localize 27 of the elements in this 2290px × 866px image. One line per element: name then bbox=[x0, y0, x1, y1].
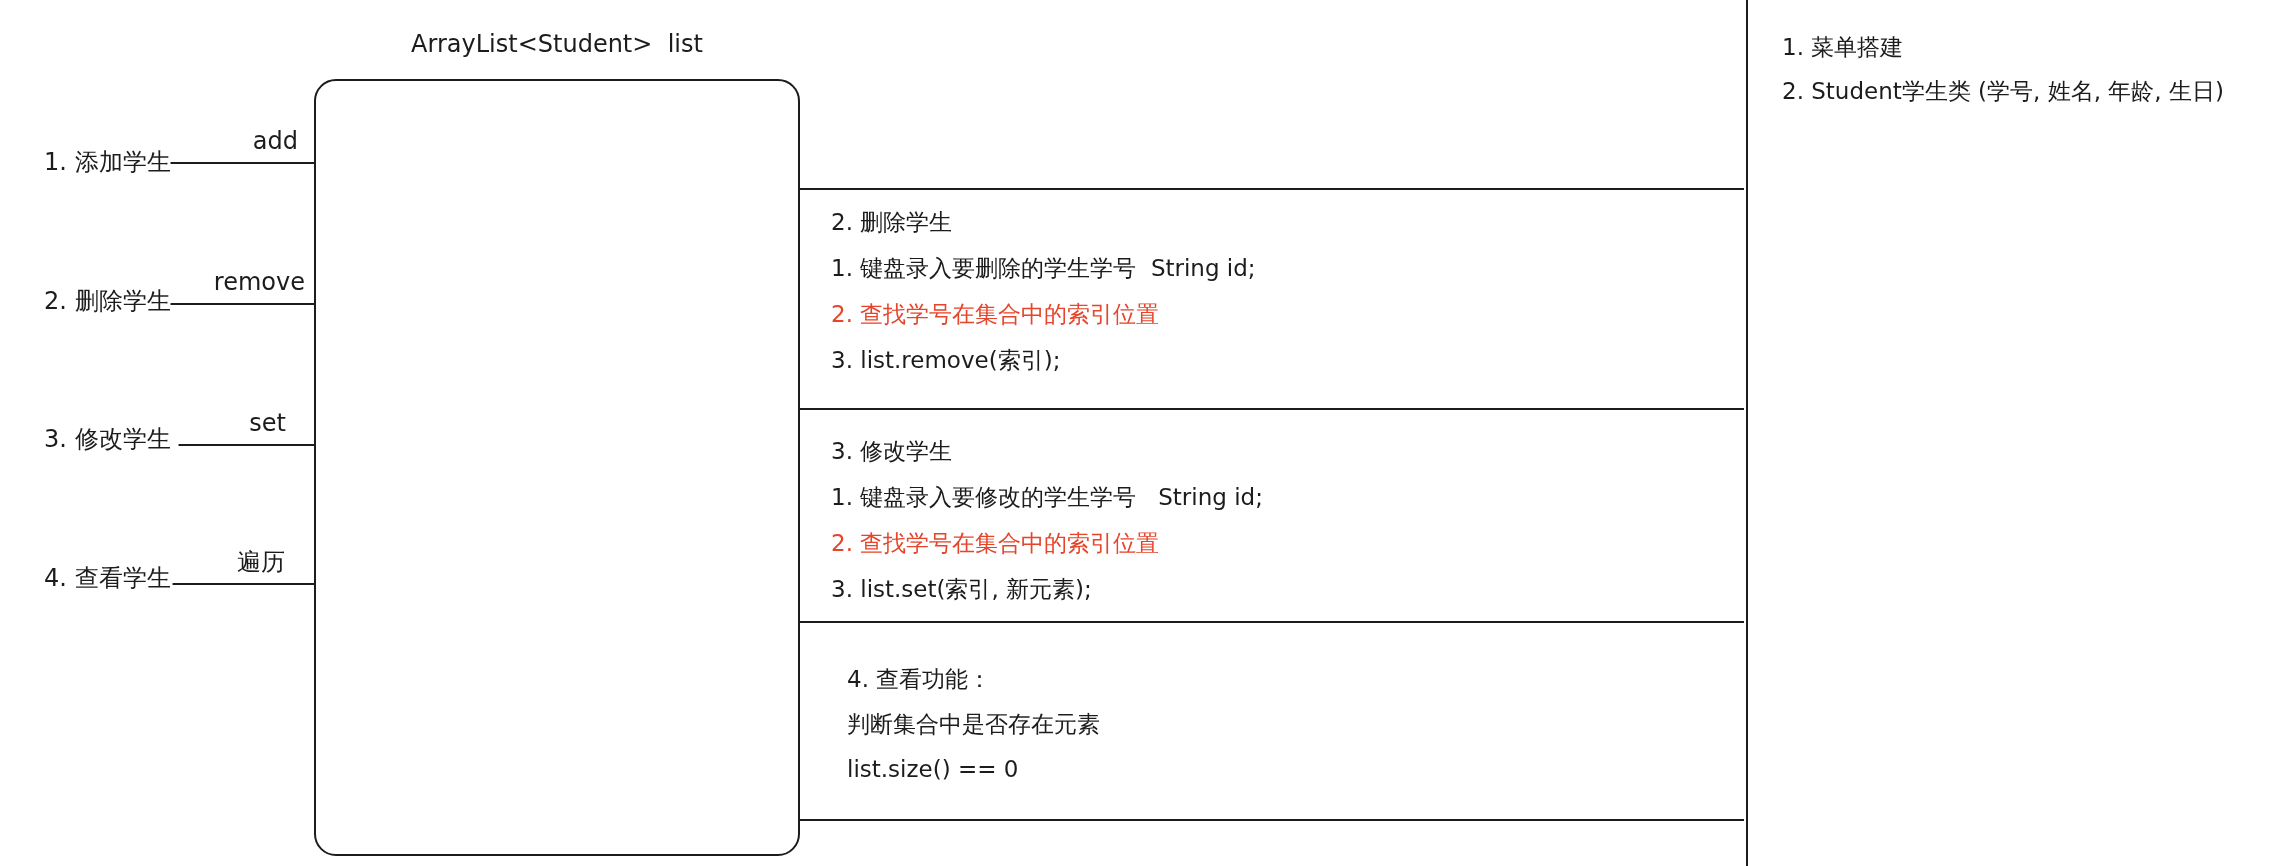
note-text: 2. Student学生类 (学号, 姓名, 年龄, 生日) bbox=[1782, 77, 2224, 106]
edge-label: 遍历 bbox=[237, 547, 285, 577]
step-text: list.size() == 0 bbox=[847, 755, 1020, 784]
step-text: 1. 键盘录入要删除的学生学号 String id; bbox=[831, 254, 1257, 283]
step-text: 3. list.set(索引, 新元素); bbox=[831, 575, 1093, 604]
section-heading: 2. 删除学生 bbox=[831, 208, 954, 237]
step-text: 3. list.remove(索引); bbox=[831, 346, 1062, 375]
section-heading: 3. 修改学生 bbox=[831, 437, 954, 466]
note-text: 1. 菜单搭建 bbox=[1782, 33, 1904, 62]
step-text: 2. 查找学号在集合中的索引位置 bbox=[831, 529, 1161, 558]
section-heading: 4. 查看功能： bbox=[847, 665, 993, 694]
step-text: 1. 键盘录入要修改的学生学号 String id; bbox=[831, 483, 1264, 512]
section-band bbox=[800, 621, 1744, 821]
menu-item-text: 3. 修改学生 bbox=[44, 423, 171, 455]
menu-item-text: 2. 删除学生 bbox=[44, 285, 171, 317]
connector-line bbox=[177, 444, 315, 446]
menu-item-text: 4. 查看学生 bbox=[44, 562, 171, 594]
list-title: ArrayList<Student> list bbox=[411, 29, 703, 60]
connector-line bbox=[171, 583, 315, 585]
menu-item-text: 1. 添加学生 bbox=[44, 146, 171, 178]
connector-line bbox=[169, 303, 315, 305]
edge-label: remove bbox=[213, 267, 305, 297]
edge-label: add bbox=[252, 126, 298, 156]
step-text: 2. 查找学号在集合中的索引位置 bbox=[831, 300, 1161, 329]
step-text: 判断集合中是否存在元素 bbox=[847, 710, 1101, 739]
edge-label: set bbox=[249, 408, 286, 438]
connector-line bbox=[169, 162, 315, 164]
